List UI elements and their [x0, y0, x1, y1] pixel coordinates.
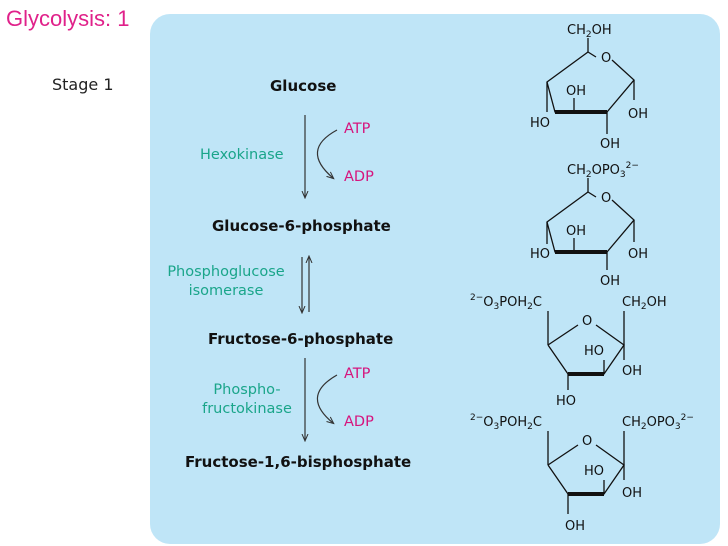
diagram-panel — [150, 14, 720, 544]
enzyme-pfk-line1: Phospho- — [213, 382, 281, 398]
cofactor-adp-1: ADP — [344, 169, 374, 185]
g6p-c2-oh: OH — [600, 274, 620, 289]
f6p-ho-inside: HO — [584, 344, 604, 359]
glucose-c4-ho: HO — [530, 116, 550, 131]
enzyme-hexokinase: Hexokinase — [200, 147, 284, 163]
g6p-top-group: CH2OPO32− — [567, 161, 639, 180]
metabolite-fructose-6-phosphate: Fructose-6-phosphate — [208, 330, 394, 348]
glucose-structure: CH2OH O OH OH HO OH — [530, 23, 648, 152]
f16bp-oh-bottom: OH — [565, 519, 585, 534]
f16bp-right-group: CH2OPO32− — [622, 413, 694, 432]
f16bp-ho-inside: HO — [584, 464, 604, 479]
enzyme-phosphofructokinase: Phospho- fructokinase — [192, 381, 302, 419]
cofactor-atp-2: ATP — [344, 366, 371, 382]
f6p-ho-bottom: HO — [556, 394, 576, 409]
g6p-c1-oh: OH — [628, 247, 648, 262]
g6p-ring-o: O — [601, 191, 611, 206]
f16bp-left-group: 2−O3POH2C — [470, 413, 542, 432]
f6p-left-group: 2−O3POH2C — [470, 293, 542, 312]
metabolite-glucose-6-phosphate: Glucose-6-phosphate — [212, 217, 391, 235]
metabolite-glucose: Glucose — [270, 77, 337, 95]
glucose-ring-o: O — [601, 51, 611, 66]
g6p-c3-oh: OH — [566, 224, 586, 239]
stage-label: Stage 1 — [52, 75, 114, 94]
f6p-right-group: CH2OH — [622, 295, 667, 312]
f16bp-ring-o: O — [582, 434, 592, 449]
f16bp-oh-right: OH — [622, 486, 642, 501]
f16bp-structure: 2−O3POH2C CH2OPO32− O HO OH OH — [470, 413, 694, 534]
enzyme-pgi-line2: isomerase — [188, 283, 264, 299]
glucose-c3-oh: OH — [566, 84, 586, 99]
g6p-structure: CH2OPO32− O OH OH HO OH — [530, 161, 648, 289]
glucose-c1-oh: OH — [628, 107, 648, 122]
enzyme-pgi-line1: Phosphoglucose — [167, 264, 285, 280]
cofactor-adp-2: ADP — [344, 414, 374, 430]
slide-title: Glycolysis: 1 — [6, 6, 130, 31]
f6p-oh-right: OH — [622, 364, 642, 379]
glucose-top-group: CH2OH — [567, 23, 612, 40]
arrow-step3-curve — [316, 374, 338, 423]
f6p-structure: 2−O3POH2C CH2OH O HO OH HO — [470, 293, 667, 409]
f6p-ring-o: O — [582, 314, 592, 329]
arrow-step1-curve — [316, 129, 338, 178]
cofactor-atp-1: ATP — [344, 121, 371, 137]
g6p-c4-ho: HO — [530, 247, 550, 262]
enzyme-pfk-line2: fructokinase — [202, 401, 292, 417]
glucose-c2-oh: OH — [600, 137, 620, 152]
enzyme-phosphoglucose-isomerase: Phosphoglucose isomerase — [155, 263, 297, 301]
metabolite-fructose-1-6-bisphosphate: Fructose-1,6-bisphosphate — [185, 453, 412, 471]
